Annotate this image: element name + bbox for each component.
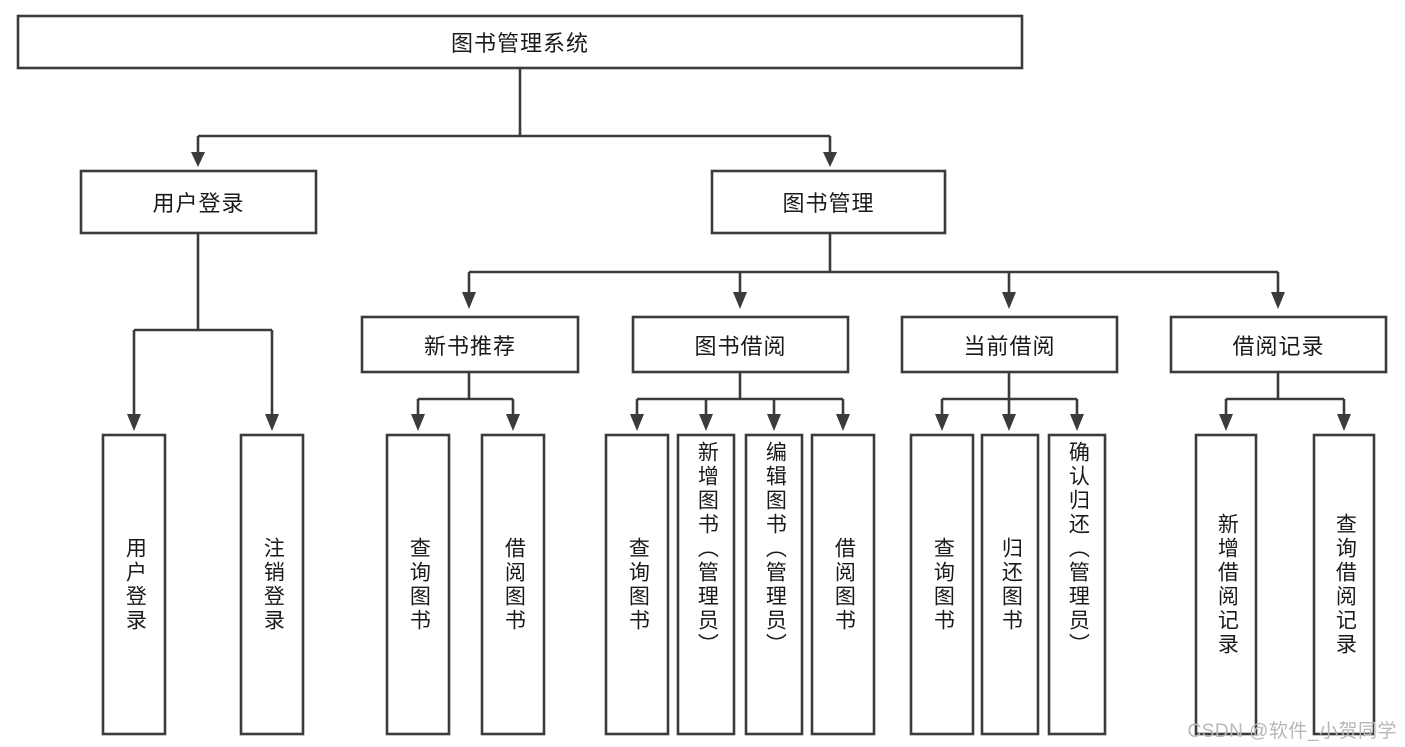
arrow-head-newbook-c1 <box>411 414 425 431</box>
node-box-user-login[interactable] <box>79 169 318 235</box>
node-box-leaf-10[interactable] <box>1047 433 1107 736</box>
connectors-record-children <box>1219 372 1351 431</box>
connectors-root-to-level1 <box>191 68 837 167</box>
arrow-head-leaf-user-login <box>127 414 141 431</box>
node-box-leaf-3[interactable] <box>480 433 546 736</box>
arrow-head-record-c2 <box>1337 414 1351 431</box>
connectors-user-login-children <box>127 233 279 431</box>
node-box-leaf-9[interactable] <box>980 433 1040 736</box>
arrow-head-borrow <box>733 292 747 309</box>
node-box-leaf-12[interactable] <box>1312 433 1376 736</box>
arrow-head-borrow-c4 <box>836 414 850 431</box>
arrow-head-borrow-c1 <box>630 414 644 431</box>
node-box-leaf-4[interactable] <box>604 433 670 736</box>
node-box-book-borrow[interactable] <box>631 315 850 374</box>
arrow-head-current-c3 <box>1070 414 1084 431</box>
node-box-root[interactable] <box>16 14 1024 70</box>
arrow-head-newbook <box>462 292 476 309</box>
node-box-new-book-recommend[interactable] <box>360 315 580 374</box>
node-box-leaf-0[interactable] <box>101 433 167 736</box>
node-box-leaf-1[interactable] <box>239 433 305 736</box>
arrow-head-record-c1 <box>1219 414 1233 431</box>
arrow-head-user-login <box>191 152 205 167</box>
arrow-head-current-borrow <box>1002 292 1016 309</box>
node-box-leaf-7[interactable] <box>810 433 876 736</box>
csdn-watermark: CSDN @软件_小贺同学 <box>1187 721 1397 742</box>
arrow-head-newbook-c2 <box>506 414 520 431</box>
node-box-leaf-11[interactable] <box>1194 433 1258 736</box>
arrow-head-borrow-c3 <box>767 414 781 431</box>
connectors-borrow-children <box>630 372 850 431</box>
node-box-leaf-5[interactable] <box>676 433 736 736</box>
node-box-leaf-8[interactable] <box>909 433 975 736</box>
arrow-head-current-c1 <box>935 414 949 431</box>
arrow-head-borrow-record <box>1271 292 1285 309</box>
arrow-head-book-mgmt <box>823 152 837 167</box>
arrow-head-borrow-c2 <box>699 414 713 431</box>
arrow-head-leaf-logout <box>265 414 279 431</box>
node-box-leaf-6[interactable] <box>744 433 804 736</box>
node-box-leaf-2[interactable] <box>385 433 451 736</box>
node-box-book-management[interactable] <box>710 169 947 235</box>
connectors-newbook-children <box>411 372 520 431</box>
arrow-head-current-c2 <box>1002 414 1016 431</box>
connectors-current-borrow-children <box>935 372 1084 431</box>
node-box-borrow-record[interactable] <box>1169 315 1388 374</box>
connectors-book-mgmt-children <box>462 233 1285 309</box>
node-box-current-borrow[interactable] <box>900 315 1119 374</box>
